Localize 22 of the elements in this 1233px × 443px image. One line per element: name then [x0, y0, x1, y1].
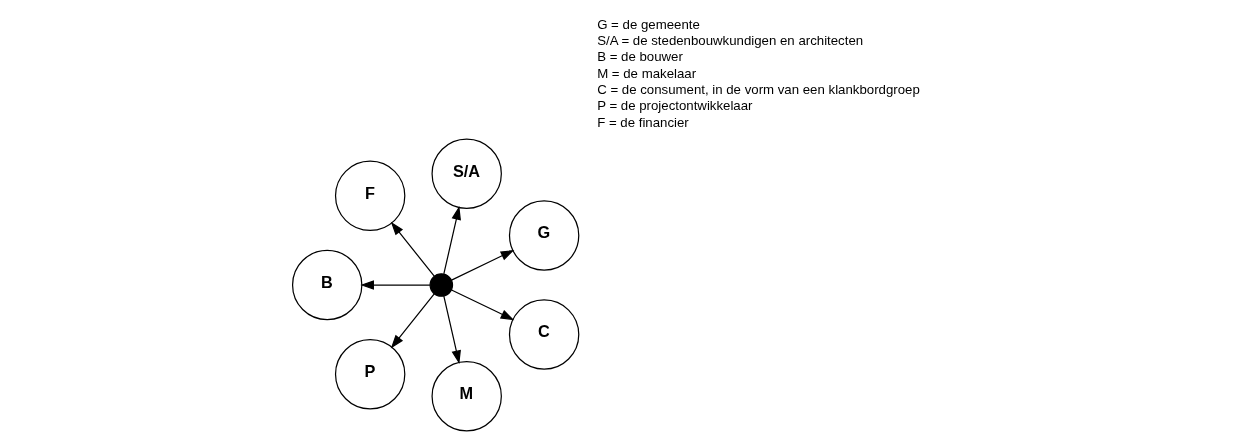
arrow: [390, 221, 435, 277]
node-circle: F: [334, 160, 406, 231]
node-circle: M: [431, 360, 502, 432]
node-circle: G: [508, 199, 580, 271]
label: C = de consument, in de vorm van een klankbordgroep: [597, 81, 920, 97]
node-circle: C: [508, 298, 580, 370]
arrow: [390, 292, 435, 348]
arrow: [450, 288, 515, 320]
label: P = de projectontwikkelaar: [597, 97, 753, 113]
label: S/A = de stedenbouwkundigen en architecten: [597, 32, 864, 48]
arrow: [443, 205, 461, 275]
label: F = de financier: [597, 114, 689, 130]
arrow: [360, 279, 431, 290]
arrow: [443, 295, 461, 364]
node-circle: [429, 272, 454, 297]
label: M = de makelaar: [597, 65, 697, 81]
node-circle: S/A: [431, 138, 502, 209]
label: B = de bouwer: [597, 48, 683, 64]
node-circle: P: [334, 338, 406, 409]
node-circle: B: [291, 249, 363, 320]
label: G = de gemeente: [597, 16, 700, 32]
arrow: [450, 249, 515, 281]
